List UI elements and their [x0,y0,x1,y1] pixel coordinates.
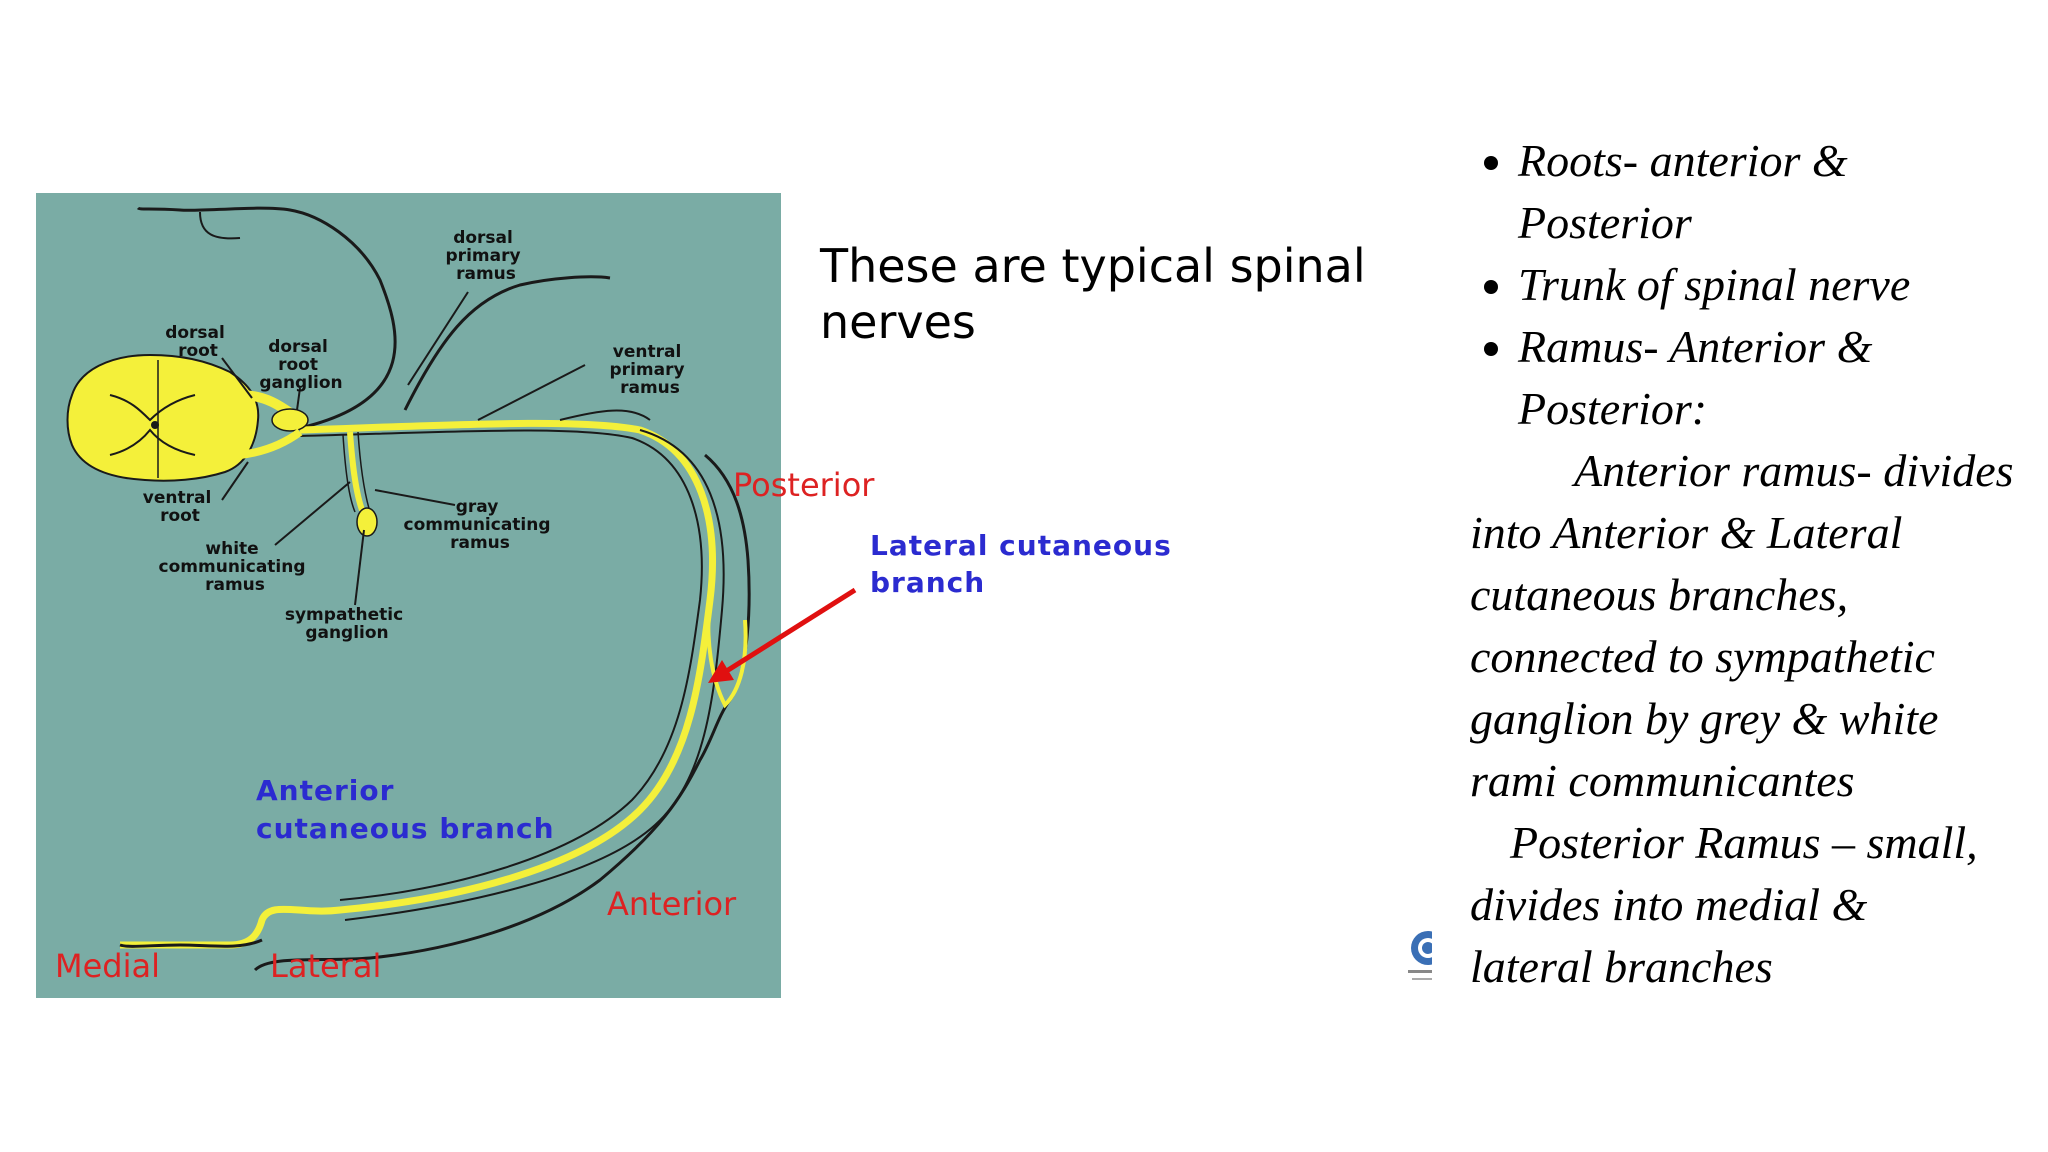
label-ventral-root: ventral root [143,488,217,526]
ventral-ramus-extra-branch [559,409,651,421]
label-pointers [221,291,586,606]
lateral-cutaneous-loop [706,599,748,709]
posterior-ramus-paragraph: Posterior Ramus – small, divides into me… [1470,817,1978,992]
dorsal-ramus-nerve [136,206,397,430]
sympathetic-ganglion-body [356,507,378,537]
ventral-ramus-outer [344,429,725,921]
bullet-roots: Roots- anterior & Posterior [1518,130,2040,254]
dorsal-ramus-branch-top [199,211,241,240]
medial-branch-nerve [119,938,263,948]
label-ventral-primary-ramus: ventral primary ramus [610,342,691,398]
label-sympathetic-ganglion: sympathetic ganglion [285,605,409,643]
label-dorsal-primary-ramus: dorsal primary ramus [446,228,527,284]
ventral-root [239,428,303,459]
notes-panel: Roots- anterior & Posterior Trunk of spi… [1470,130,2040,998]
label-posterior: Posterior [733,466,875,504]
label-lateral: Lateral [270,947,381,985]
anterior-ramus-paragraph: Anterior ramus- divides into Anterior & … [1470,445,2014,806]
lateral-cutaneous-nerve [253,453,751,972]
lateral-cutaneous-arrow [723,587,857,675]
arrow-head-icon [708,660,734,683]
diagram-panel [36,193,781,998]
label-anterior: Anterior [607,885,737,923]
rami-communicantes [347,431,365,511]
logo-seal-icon [1398,926,1432,986]
label-anterior-cutaneous-branch: Anterior cutaneous branch [256,774,555,845]
bullet-trunk: Trunk of spinal nerve [1518,254,2040,316]
label-lateral-cutaneous-branch: Lateral cutaneous branch [870,529,1182,599]
dorsal-ramus-branch [403,275,611,411]
label-dorsal-root: dorsal root [165,323,231,361]
label-white-communicating-ramus: white communicating ramus [159,539,312,595]
spinal-nerve-diagram: dorsal primary ramus dorsal root dorsal … [36,193,1380,998]
notes-bullets: Roots- anterior & Posterior Trunk of spi… [1470,130,2040,440]
label-dorsal-root-ganglion: dorsal root ganglion [259,337,342,393]
spinal-cord-section-icon [66,353,260,482]
rami-outline [342,431,371,513]
label-medial: Medial [55,947,160,985]
diagram-caption: These are typical spinal nerves [819,239,1380,349]
bullet-ramus: Ramus- Anterior & Posterior: [1518,316,2040,440]
ventral-ramus-outline [299,429,703,901]
ventral-ramus-nerve [120,419,716,949]
label-gray-communicating-ramus: gray communicating ramus [404,497,557,553]
dorsal-root-ganglion [271,408,309,432]
